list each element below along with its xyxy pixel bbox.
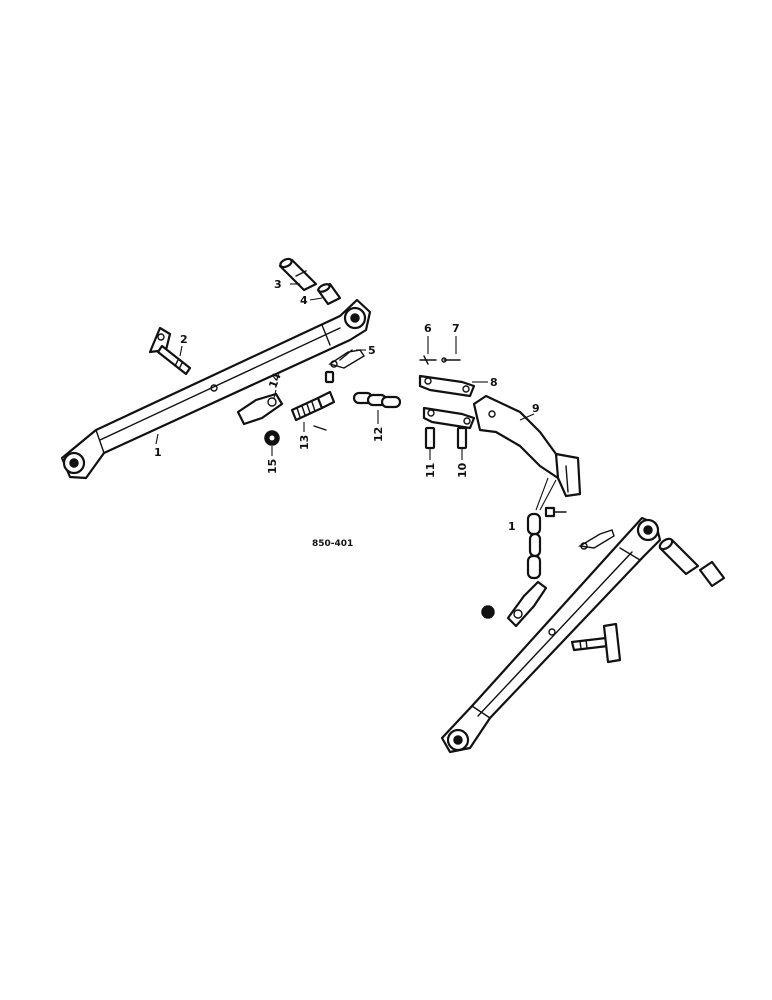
callout-12: 12 (372, 427, 385, 442)
lower-chain-part (481, 506, 567, 628)
callout-4: 4 (300, 294, 308, 307)
small-bolts-part (424, 426, 468, 450)
small-pins-part (419, 355, 461, 365)
right-clip-part (577, 529, 615, 550)
callout-9: 9 (532, 402, 540, 415)
linch-pin-part (328, 349, 365, 369)
right-pin-part (658, 537, 726, 588)
callout-5: 5 (368, 344, 376, 357)
bushing-part (316, 282, 342, 306)
right-lower-link-arm (440, 516, 662, 754)
callout-6: 6 (424, 322, 432, 335)
callout-3: 3 (274, 278, 282, 291)
right-flange-bolt-part (570, 622, 622, 664)
callout-labels: 1 2 3 4 5 6 7 8 9 10 11 12 13 14 15 1 85… (154, 278, 540, 549)
callout-10: 10 (456, 462, 469, 478)
nut-part (264, 430, 280, 446)
callout-2: 2 (180, 333, 188, 346)
callout-leaders (155, 283, 535, 460)
flange-bolt-part (148, 326, 192, 376)
link-plates-part (418, 374, 476, 430)
callout-1-lower: 1 (508, 520, 516, 533)
bracket-part (472, 394, 582, 498)
callout-14: 14 (266, 371, 284, 390)
pin-part (278, 257, 318, 292)
callout-1: 1 (154, 446, 162, 459)
callout-7: 7 (452, 322, 460, 335)
chain-part (352, 391, 402, 409)
clevis-eye-part (236, 392, 284, 426)
bracket-leader-lines (535, 477, 557, 511)
turnbuckle-part (290, 370, 336, 431)
callout-13: 13 (298, 435, 311, 450)
figure-code: 850-401 (312, 539, 353, 549)
callout-15: 15 (266, 459, 279, 474)
callout-11: 11 (424, 463, 437, 478)
left-lower-link-arm (60, 298, 372, 480)
callout-8: 8 (490, 376, 498, 389)
